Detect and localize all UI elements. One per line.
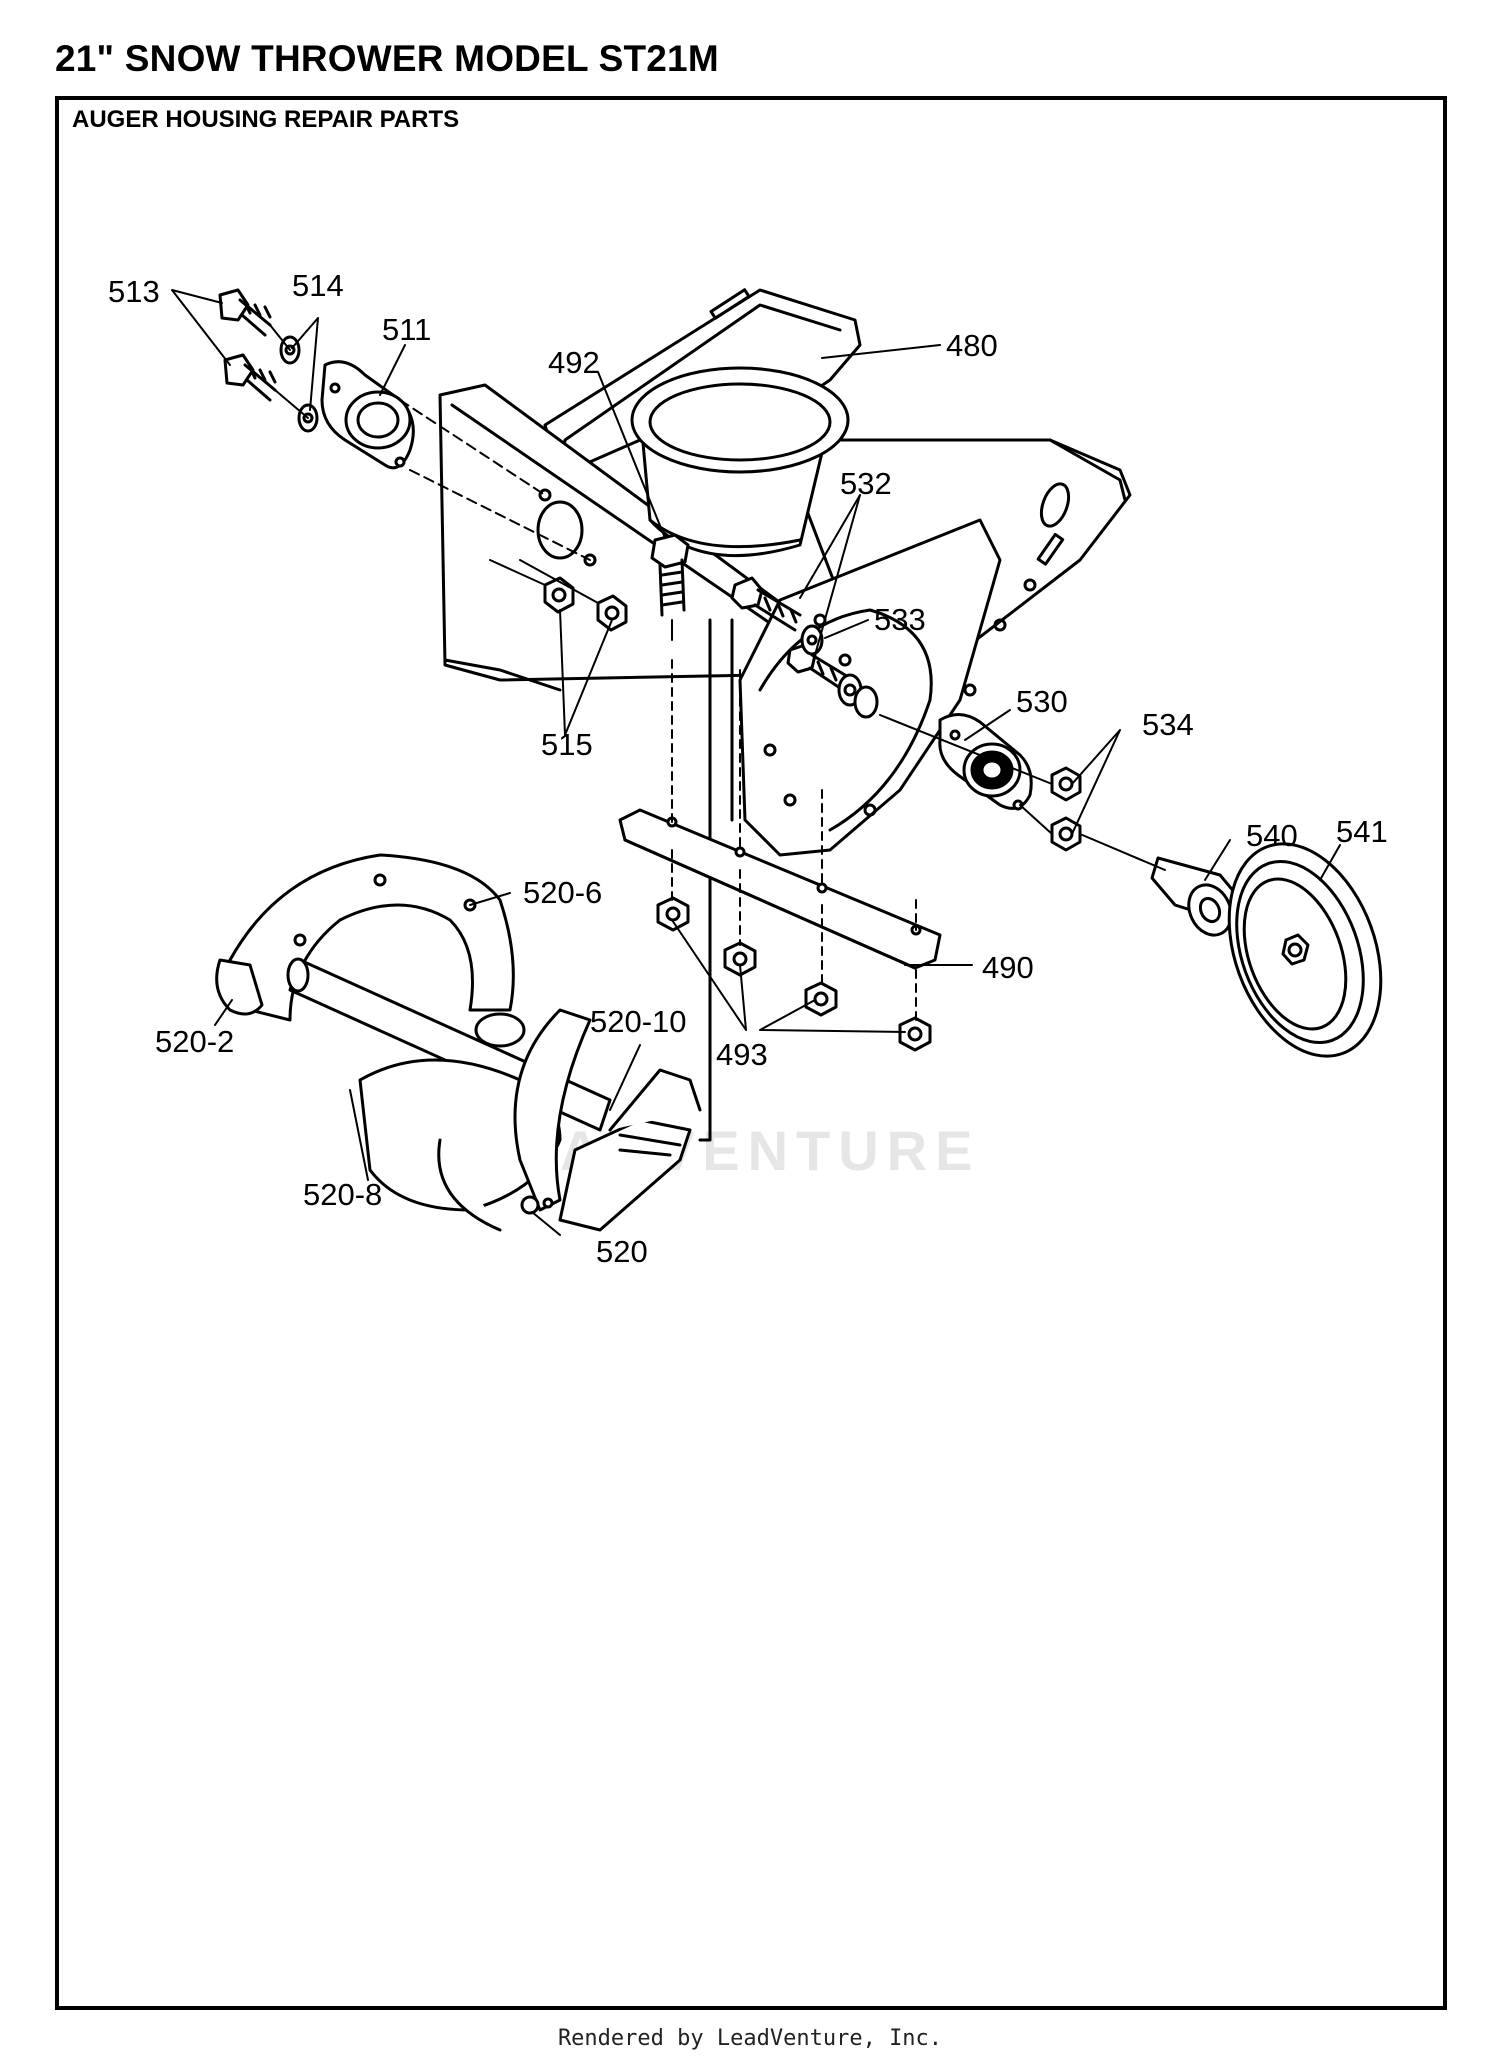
callout-490: 490 [982, 950, 1034, 985]
bearing-flange-530 [938, 713, 1033, 811]
callout-540: 540 [1246, 818, 1298, 853]
callout-492: 492 [548, 345, 600, 380]
bearing-flange-511 [320, 360, 415, 470]
callout-530: 530 [1016, 684, 1068, 719]
callout-493: 493 [716, 1037, 768, 1072]
footer-credit: Rendered by LeadVenture, Inc. [557, 2026, 943, 2051]
housing-strut [698, 618, 712, 1142]
page-title: 21" SNOW THROWER MODEL ST21M [55, 38, 719, 79]
nuts-493 [656, 849, 932, 1052]
callout-513: 513 [108, 274, 160, 309]
callout-533: 533 [874, 602, 926, 637]
auger-housing-panel [438, 383, 792, 692]
housing-side-plate [738, 518, 1037, 857]
pulley-541 [1227, 842, 1383, 1058]
leader-lines [171, 289, 1341, 1236]
alignment-lines [269, 324, 591, 561]
callout-480: 480 [946, 328, 998, 363]
nuts-515 [489, 559, 628, 632]
callout-541: 541 [1336, 814, 1388, 849]
callout-520-8: 520-8 [303, 1177, 382, 1212]
callout-520-2: 520-2 [155, 1024, 234, 1059]
bolts-513 [218, 288, 277, 402]
callout-labels: 513 514 511 492 480 532 533 530 534 515 … [108, 268, 1388, 1269]
diagram-frame [55, 96, 1447, 2010]
callout-511: 511 [382, 312, 431, 347]
callout-520-6: 520-6 [523, 875, 602, 910]
callout-520: 520 [596, 1234, 648, 1269]
callout-520-10: 520-10 [590, 1004, 687, 1039]
callout-514: 514 [292, 268, 344, 303]
chute-ring [630, 366, 850, 558]
spacer-540 [1079, 833, 1247, 937]
callout-532: 532 [840, 466, 892, 501]
callout-515: 515 [541, 727, 593, 762]
section-title: AUGER HOUSING REPAIR PARTS [72, 106, 460, 133]
bolt-492 [650, 533, 690, 641]
callout-534: 534 [1142, 707, 1194, 742]
auger-assembly-520 [215, 853, 702, 1232]
shave-plate-490 [618, 659, 942, 970]
